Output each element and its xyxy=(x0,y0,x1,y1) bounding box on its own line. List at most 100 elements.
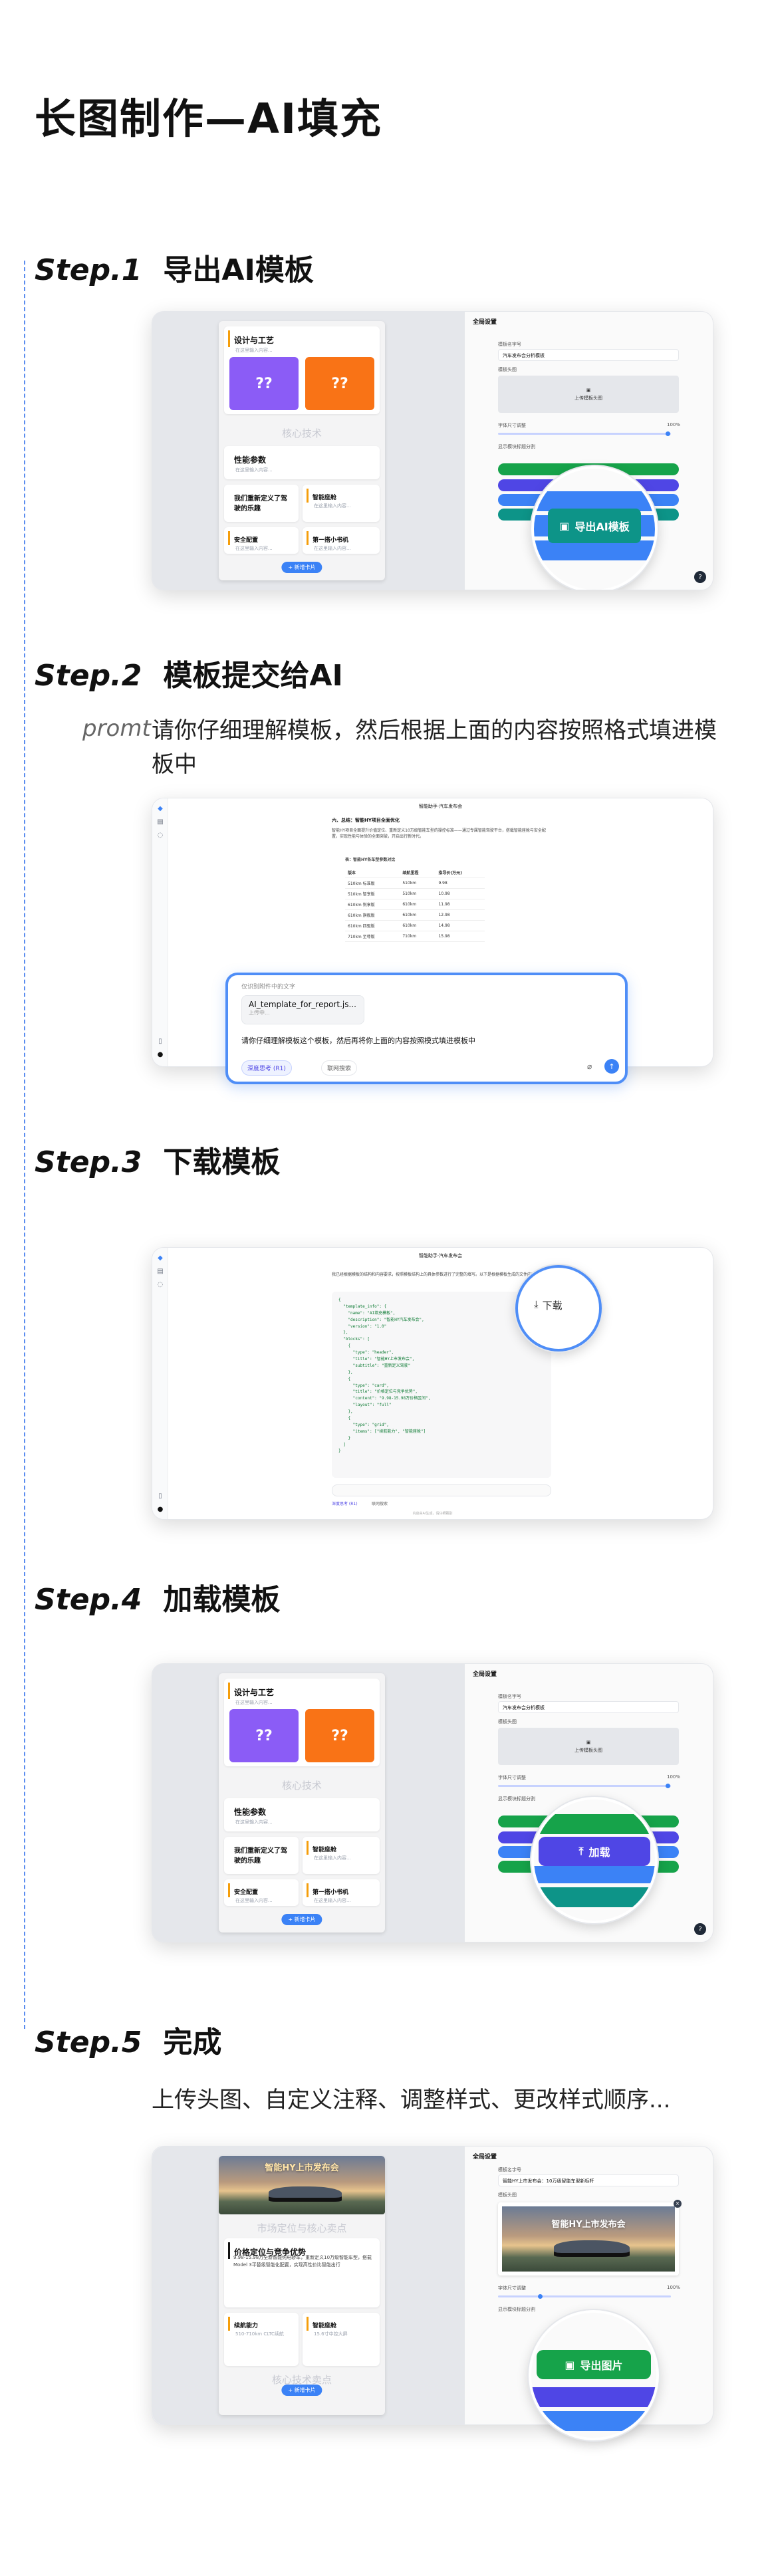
slider-value: 100% xyxy=(667,422,681,427)
template-name-input[interactable]: 汽车发布会分析模板 xyxy=(498,1701,679,1713)
chat-input-box[interactable] xyxy=(332,1484,551,1496)
field-label: 字体尺寸调整 xyxy=(498,1775,526,1780)
add-card-button[interactable]: + 新增卡片 xyxy=(281,562,322,573)
table-cell: 710km 至尊版 xyxy=(345,931,400,942)
new-chat-icon[interactable]: ◌ xyxy=(157,1281,164,1288)
table-cell: 510km xyxy=(400,888,436,899)
car-image xyxy=(269,2186,342,2202)
ghost-heading: 核心技术 xyxy=(281,427,322,439)
unique-card[interactable]: 第一搭小书机 在这里输入内容... xyxy=(303,527,380,554)
table-cell: 15.98 xyxy=(436,931,485,942)
font-size-slider[interactable] xyxy=(498,2294,671,2299)
slider-knob[interactable] xyxy=(538,2294,543,2299)
help-icon[interactable]: ? xyxy=(694,1923,706,1935)
attached-file-chip[interactable]: AI_template_for_report.js... 上传中... xyxy=(241,995,364,1024)
table-cell: 10.98 xyxy=(436,888,485,899)
zoom-band xyxy=(534,540,655,560)
table-cell: 610km 悦享版 xyxy=(345,899,400,910)
price-card[interactable]: 价格定位与竞争优势 9.98-15.98万全新智能纯电轿车，重新定义10万级智能… xyxy=(224,2238,380,2307)
load-template-button[interactable]: ⤒ 加载 xyxy=(539,1837,650,1866)
add-card-button[interactable]: + 新增卡片 xyxy=(281,2385,322,2396)
image-placeholder-tile[interactable]: ?? xyxy=(229,1709,299,1762)
table-cell: 610km 旗舰版 xyxy=(345,909,400,921)
template-name-input[interactable]: 汽车发布会分析模板 xyxy=(498,349,679,361)
define-card[interactable]: 我们重新定义了驾驶的乐趣 xyxy=(224,485,299,522)
zoom-band xyxy=(531,2411,656,2431)
avatar[interactable]: ● xyxy=(157,1506,164,1513)
phone-icon[interactable]: ▯ xyxy=(158,1038,162,1045)
table-cell: 11.98 xyxy=(436,899,485,910)
define-card[interactable]: 我们重新定义了驾驶的乐趣 xyxy=(224,1837,299,1874)
download-button[interactable]: ⤓ 下载 xyxy=(534,1298,563,1312)
card-title: 第一搭小书机 xyxy=(307,531,376,545)
button-label: 加载 xyxy=(588,1846,610,1859)
font-size-slider[interactable] xyxy=(498,1784,671,1788)
safety-card[interactable]: 安全配置 在这里输入内容... xyxy=(224,1879,299,1906)
chat-input-box[interactable]: 仅识别附件中的文字 AI_template_for_report.js... 上… xyxy=(225,973,628,1084)
unique-card[interactable]: 第一搭小书机 在这里输入内容... xyxy=(303,1879,380,1906)
settings-pane: 全局设置 模板名字号 汽车发布会分析模板 模板头图 ▣ 上传模板头图 字体尺寸调… xyxy=(465,1664,713,1942)
design-section-card[interactable]: 设计与工艺 在这里输入内容... ?? ?? xyxy=(224,1679,380,1766)
battery-card[interactable]: 续航能力 510-710km CLTC续航 xyxy=(224,2313,299,2366)
export-image-button[interactable]: ▣ 导出图片 xyxy=(537,2350,651,2379)
font-size-slider[interactable] xyxy=(498,431,671,436)
phone-icon[interactable]: ▯ xyxy=(158,1492,162,1500)
prompt-input[interactable]: 请你仔细理解模板这个模板，然后再将你上面的内容按照模式填进模板中 xyxy=(241,1036,475,1045)
logo-icon: ◆ xyxy=(158,1254,163,1262)
safety-card[interactable]: 安全配置 在这里输入内容... xyxy=(224,527,299,554)
smart-cockpit-card[interactable]: 智能座舱 在这里输入内容... xyxy=(303,1837,380,1874)
card-title: 我们重新定义了驾驶的乐趣 xyxy=(228,489,295,514)
perf-card[interactable]: 性能参数 在这里输入内容... xyxy=(224,1798,380,1831)
add-card-button[interactable]: + 新增卡片 xyxy=(281,1914,322,1925)
table-cell: 510km 智享版 xyxy=(345,888,400,899)
step-title: 完成 xyxy=(163,2026,222,2059)
uploaded-header-image[interactable]: 智能HY上市发布会 xyxy=(498,2202,679,2276)
answer-heading: 六、总结：智能HY项目全面优化 xyxy=(332,818,400,823)
sidebar-toggle-icon[interactable]: ▤ xyxy=(157,818,164,826)
cockpit-card[interactable]: 智能座舱 15.6寸中控大屏 xyxy=(303,2313,380,2366)
new-chat-icon[interactable]: ◌ xyxy=(157,832,164,839)
image-placeholder-tile[interactable]: ?? xyxy=(305,1709,374,1762)
image-placeholder-tile[interactable]: ?? xyxy=(305,357,374,410)
table-cell: 510km xyxy=(400,878,436,889)
zoom-magnifier: ▣ 导出AI模板 xyxy=(531,466,658,590)
web-search-toggle[interactable]: 联网搜索 xyxy=(321,1060,358,1076)
preview-pane: 设计与工艺 在这里输入内容... ?? ?? 核心技术 性能参数 在这里输入内容… xyxy=(152,1664,465,1942)
card-title: 第一搭小书机 xyxy=(307,1883,376,1897)
card-sub: 在这里输入内容... xyxy=(235,1898,273,1903)
avatar[interactable]: ● xyxy=(157,1051,164,1058)
panel-title: 全局设置 xyxy=(473,1671,497,1678)
template-name-input[interactable]: 智能HY上市发布会：10万级智能车型新标杆 xyxy=(498,2174,679,2186)
chat-sidebar: ◆ ▤ ◌ ▯ ● xyxy=(152,1248,168,1519)
deep-think-toggle[interactable]: 深度思考 (R1) xyxy=(332,1502,358,1506)
attach-icon[interactable]: ⌀ xyxy=(587,1062,592,1071)
design-section-card[interactable]: 设计与工艺 在这里输入内容... ?? ?? xyxy=(224,326,380,414)
export-icon: ▣ xyxy=(559,519,570,532)
export-ai-template-button[interactable]: ▣ 导出AI模板 xyxy=(548,509,641,543)
step-number: Step.3 xyxy=(35,1145,142,1179)
chat-sidebar: ◆ ▤ ◌ ▯ ● xyxy=(152,798,168,1066)
help-icon[interactable]: ? xyxy=(694,571,706,583)
table-cell: 9.98 xyxy=(436,878,485,889)
slider-knob[interactable] xyxy=(666,431,670,436)
slider-knob[interactable] xyxy=(666,1784,670,1788)
table-cell: 610km xyxy=(400,899,436,910)
car-image xyxy=(554,2240,630,2258)
send-button[interactable]: ↑ xyxy=(604,1059,619,1074)
web-search-toggle[interactable]: 联网搜索 xyxy=(372,1502,388,1506)
section-sub: 在这里输入内容... xyxy=(235,1700,273,1705)
json-code-block[interactable]: { "template_info": { "name": "AI填充模板", "… xyxy=(332,1292,551,1478)
image-placeholder-tile[interactable]: ?? xyxy=(229,357,299,410)
smart-cockpit-card[interactable]: 智能座舱 在这里输入内容... xyxy=(303,485,380,522)
close-icon[interactable]: × xyxy=(674,2200,682,2208)
field-label: 字体尺寸调整 xyxy=(498,2285,526,2291)
perf-card[interactable]: 性能参数 在这里输入内容... xyxy=(224,446,380,479)
step-1-screenshot: 设计与工艺 在这里输入内容... ?? ?? 核心技术 性能参数 在这里输入内容… xyxy=(152,311,713,590)
sidebar-toggle-icon[interactable]: ▤ xyxy=(157,1268,164,1275)
header-banner-image[interactable]: 智能HY上市发布会 xyxy=(219,2156,385,2214)
field-label: 模板头图 xyxy=(498,367,517,372)
deep-think-toggle[interactable]: 深度思考 (R1) xyxy=(241,1060,292,1076)
upload-header-image[interactable]: ▣ 上传模板头图 xyxy=(498,1728,679,1765)
upload-header-image[interactable]: ▣ 上传模板头图 xyxy=(498,376,679,413)
